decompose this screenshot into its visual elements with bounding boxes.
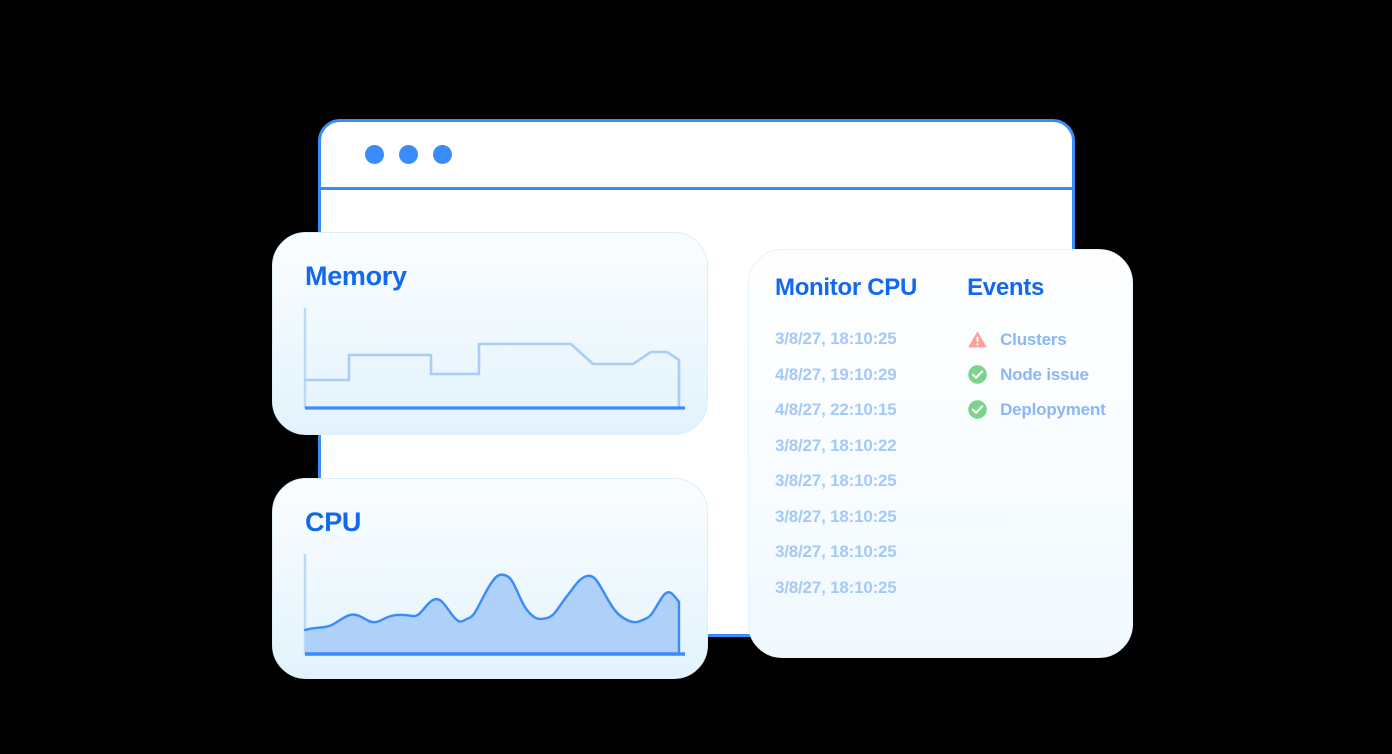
cpu-chart-line xyxy=(303,573,681,632)
list-item[interactable]: 4/8/27, 19:10:29 xyxy=(775,364,897,384)
list-item[interactable]: Clusters xyxy=(967,329,1114,350)
cpu-card: CPU xyxy=(272,478,708,679)
window-dot-3[interactable] xyxy=(433,145,452,164)
memory-card-title: Memory xyxy=(305,261,407,291)
memory-card: Memory xyxy=(272,232,708,435)
memory-chart xyxy=(303,308,685,418)
cpu-chart-svg xyxy=(303,554,685,656)
list-item[interactable]: Deplopyment xyxy=(967,399,1114,420)
memory-chart-line xyxy=(303,342,681,382)
events-heading: Events xyxy=(967,274,1044,301)
warning-triangle-icon xyxy=(968,331,987,348)
cpu-card-title: CPU xyxy=(305,507,362,537)
list-item[interactable]: 3/8/27, 18:10:25 xyxy=(775,329,897,348)
list-item[interactable]: 3/8/27, 18:10:22 xyxy=(775,435,897,455)
events-column: Events Clusters Node issue xyxy=(967,274,1114,643)
monitor-cpu-heading: Monitor CPU xyxy=(775,274,918,301)
monitor-cpu-column: Monitor CPU 3/8/27, 18:10:25 4/8/27, 19:… xyxy=(775,274,931,643)
cpu-chart xyxy=(303,554,685,664)
check-circle-icon xyxy=(968,365,987,384)
event-label: Node issue xyxy=(1000,364,1089,384)
browser-titlebar xyxy=(321,122,1072,190)
cpu-chart-area-fill xyxy=(305,574,679,654)
events-panel: Monitor CPU 3/8/27, 18:10:25 4/8/27, 19:… xyxy=(748,249,1133,658)
list-item[interactable]: 3/8/27, 18:10:25 xyxy=(775,471,897,490)
list-item[interactable]: 3/8/27, 18:10:25 xyxy=(775,577,897,597)
event-label: Deplopyment xyxy=(1000,399,1106,419)
list-item[interactable]: 4/8/27, 22:10:15 xyxy=(775,400,897,419)
window-dot-1[interactable] xyxy=(365,145,384,164)
event-label: Clusters xyxy=(1000,329,1067,349)
list-item[interactable]: Node issue xyxy=(967,364,1114,385)
memory-chart-svg xyxy=(303,308,685,410)
list-item[interactable]: 3/8/27, 18:10:25 xyxy=(775,506,897,526)
check-circle-icon xyxy=(968,400,987,419)
list-item[interactable]: 3/8/27, 18:10:25 xyxy=(775,542,897,561)
window-dot-2[interactable] xyxy=(399,145,418,164)
